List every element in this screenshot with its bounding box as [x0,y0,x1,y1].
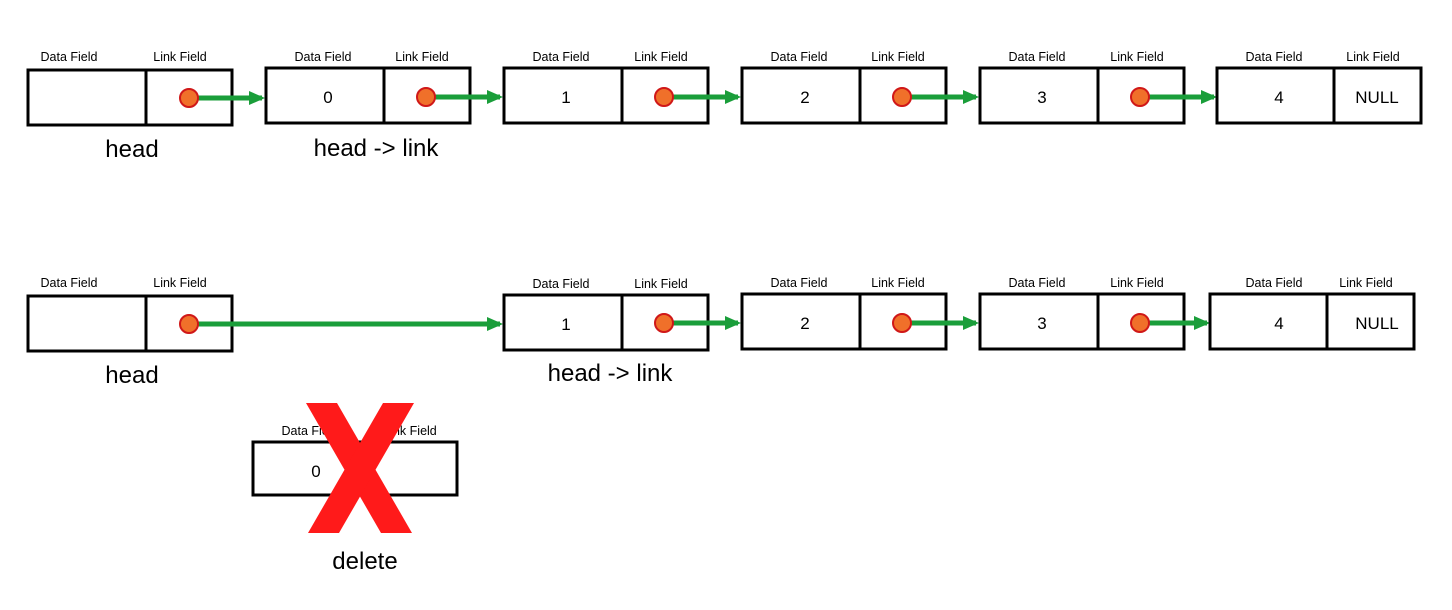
bottom-head-node: Data Field Link Field [26,276,234,353]
top-node-0: Data Field Link Field 0 [264,50,472,125]
node-box [1208,292,1416,351]
pointer-dot-icon [654,313,674,333]
data-field-label: Data Field [533,277,590,291]
node-data-value: 2 [800,314,809,333]
node-data-value: 3 [1037,314,1046,333]
pointer-dot-icon [1130,313,1150,333]
delete-caption: delete [332,548,397,575]
red-x-icon [306,403,414,533]
pointer-dot-icon [892,313,912,333]
link-field-label: Link Field [395,50,449,64]
node-data-value: 1 [561,315,570,334]
node-data-value: 0 [323,88,332,107]
data-field-label: Data Field [1246,50,1303,64]
link-field-label: Link Field [871,50,925,64]
link-field-label: Link Field [1110,276,1164,290]
top-node-1: Data Field Link Field 1 [502,50,710,125]
deleted-node: Data Field Link Field 0 delete [251,403,459,575]
null-link-value: NULL [1355,314,1398,333]
link-field-label: Link Field [153,50,207,64]
bottom-node-2: Data Field Link Field 2 [740,276,948,351]
link-field-label: Link Field [153,276,207,290]
pointer-dot-icon [654,87,674,107]
top-node-4: Data Field Link Field 4 NULL [1215,50,1423,125]
bottom-node-1: Data Field Link Field 1 [502,277,710,352]
node-data-value: 4 [1274,88,1283,107]
data-field-label: Data Field [771,276,828,290]
data-field-label: Data Field [1009,50,1066,64]
pointer-dot-icon [1130,87,1150,107]
bottom-node-3: Data Field Link Field 3 [978,276,1186,351]
null-link-value: NULL [1355,88,1398,107]
head-link-caption: head -> link [548,360,674,387]
pointer-dot-icon [179,88,199,108]
pointer-dot-icon [416,87,436,107]
data-field-label: Data Field [1009,276,1066,290]
link-field-label: Link Field [634,50,688,64]
bottom-node-4: Data Field Link Field 4 NULL [1208,276,1416,351]
pointer-dot-icon [892,87,912,107]
data-field-label: Data Field [1246,276,1303,290]
data-field-label: Data Field [533,50,590,64]
link-field-label: Link Field [871,276,925,290]
node-data-value: 3 [1037,88,1046,107]
link-field-label: Link Field [1346,50,1400,64]
bottom-list: Data Field Link Field Data Field Link Fi… [26,276,1416,389]
pointer-dot-icon [179,314,199,334]
data-field-label: Data Field [771,50,828,64]
top-head-node: Data Field Link Field [26,50,234,127]
node-data-value: 1 [561,88,570,107]
link-field-label: Link Field [1339,276,1393,290]
top-list: Data Field Link Field Data Field Link Fi… [26,50,1423,163]
top-node-2: Data Field Link Field 2 [740,50,948,125]
link-field-label: Link Field [1110,50,1164,64]
node-data-value: 0 [311,462,320,481]
data-field-label: Data Field [295,50,352,64]
head-caption: head [105,362,158,389]
node-data-value: 4 [1274,314,1283,333]
data-field-label: Data Field [41,50,98,64]
node-data-value: 2 [800,88,809,107]
data-field-label: Data Field [41,276,98,290]
head-caption: head [105,136,158,163]
link-field-label: Link Field [634,277,688,291]
top-node-3: Data Field Link Field 3 [978,50,1186,125]
head-link-caption: head -> link [314,135,440,162]
node-box [1215,66,1423,125]
